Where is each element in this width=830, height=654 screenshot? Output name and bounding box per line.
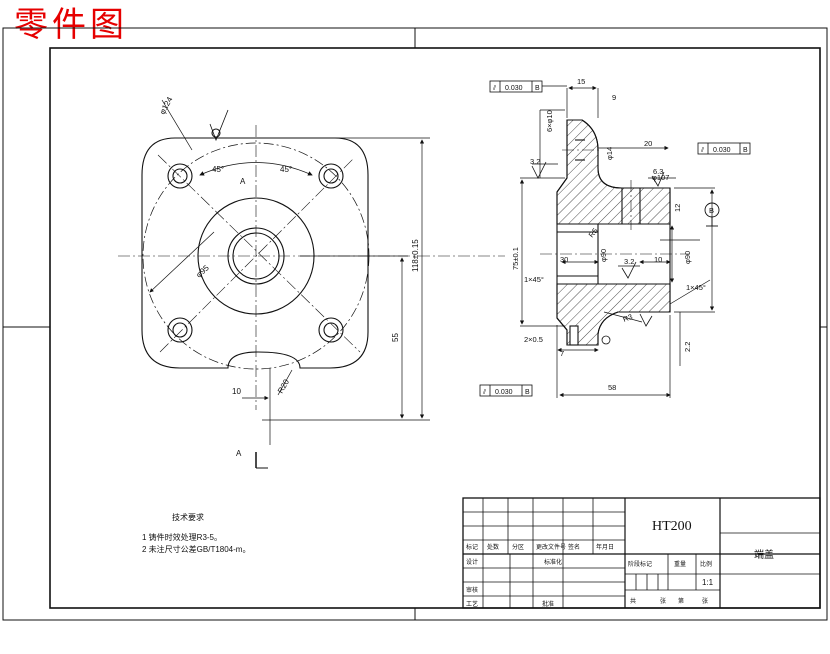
bolt-hole-bl	[167, 317, 193, 343]
dim-75: 75±0.1	[511, 247, 520, 270]
inner-border	[49, 47, 821, 609]
row-label-sign: 签名	[568, 543, 580, 551]
section-mark-top: A	[240, 177, 246, 186]
fcf-right-symbol: ⫽	[700, 146, 705, 154]
dim-30: 30	[560, 255, 568, 264]
bolt-hole-tl	[167, 163, 193, 189]
fcf-right-value: 0.030	[713, 147, 731, 154]
label-standard: 标准化	[544, 558, 562, 566]
fcf-bottom	[479, 384, 533, 397]
dim-pcd: φ124	[158, 95, 175, 116]
dim-angle-right: 45°	[280, 165, 292, 174]
fcf-top-ref: B	[535, 85, 540, 92]
label-sheet: 张	[660, 597, 666, 605]
note-1: 1 铸件时效处理R3-5。	[142, 532, 222, 542]
dim-7: 7	[560, 349, 564, 358]
fcf-right	[697, 142, 751, 155]
dim-63: 6.3	[653, 167, 663, 176]
label-check: 审核	[466, 586, 478, 594]
dim-angle-left: 45°	[212, 165, 224, 174]
row-label-docno: 更改文件号	[536, 543, 566, 551]
dim-slot-r: R20	[276, 377, 291, 395]
dim-14: φ14	[605, 147, 614, 160]
bolt-hole-br	[318, 317, 344, 343]
label-weight: 重量	[674, 560, 686, 568]
material-label: HT200	[652, 519, 692, 534]
title-block	[462, 497, 821, 609]
dim-r3: R3	[622, 312, 634, 324]
dim-6x10: 6×φ10	[545, 110, 554, 132]
dim-107: φ107	[652, 173, 669, 182]
dim-32a: 3.2	[530, 157, 540, 166]
dim-12: 12	[673, 204, 682, 212]
row-label-count: 处数	[487, 543, 499, 551]
section-view	[519, 85, 720, 398]
flange-outline	[141, 137, 369, 369]
fcf-right-ref: B	[743, 147, 748, 154]
row-label-mark: 标记	[466, 543, 478, 551]
front-view	[118, 99, 505, 469]
fcf-top-value: 0.030	[505, 85, 523, 92]
dim-9: 9	[612, 93, 616, 102]
dim-chamfer1: 1×45°	[524, 275, 544, 284]
outer-border	[2, 27, 828, 621]
dim-slot-w: 10	[232, 387, 241, 396]
note-2: 2 未注尺寸公差GB/T1804-m。	[142, 544, 250, 554]
section-outline	[556, 119, 671, 346]
dim-32b: 3.2	[624, 257, 634, 266]
label-of: 第	[678, 597, 684, 605]
scale-value: 1:1	[702, 578, 714, 587]
banner-title: 零件图	[14, 5, 128, 45]
label-total: 共	[630, 597, 636, 605]
datum-b: B	[709, 206, 714, 215]
dim-15: 15	[577, 77, 585, 86]
section-mark-bottom: A	[236, 449, 242, 458]
dim-offset: 55	[391, 333, 400, 342]
fcf-top	[489, 80, 567, 93]
dim-22: 2.2	[683, 342, 692, 352]
notes-title: 技术要求	[172, 512, 204, 522]
dim-diag: φ95	[194, 263, 211, 279]
label-page: 张	[702, 597, 708, 605]
label-process: 工艺	[466, 600, 478, 608]
bolt-hole-tr	[318, 163, 344, 189]
dim-20: 20	[644, 139, 652, 148]
dim-90: φ90	[599, 249, 608, 262]
fcf-top-symbol: ⫽	[492, 84, 497, 92]
dim-width: 118±0.15	[411, 239, 420, 272]
dim-58: 58	[608, 383, 616, 392]
row-label-zone: 分区	[512, 543, 524, 551]
part-name: 端盖	[754, 548, 774, 561]
dim-90b: φ90	[683, 251, 692, 264]
fcf-bottom-symbol: ⫽	[482, 388, 487, 396]
label-stage: 阶段标记	[628, 560, 652, 568]
fcf-bottom-ref: B	[525, 389, 530, 396]
dim-2x05: 2×0.5	[524, 335, 543, 344]
label-design: 设计	[466, 558, 478, 566]
dim-chamfer2: 1×45°	[686, 283, 706, 292]
row-label-date: 年月日	[596, 543, 614, 551]
fcf-bottom-value: 0.030	[495, 389, 513, 396]
label-ratio: 比例	[700, 560, 712, 568]
label-approve: 批准	[542, 600, 554, 608]
dim-10: 10	[654, 255, 662, 264]
